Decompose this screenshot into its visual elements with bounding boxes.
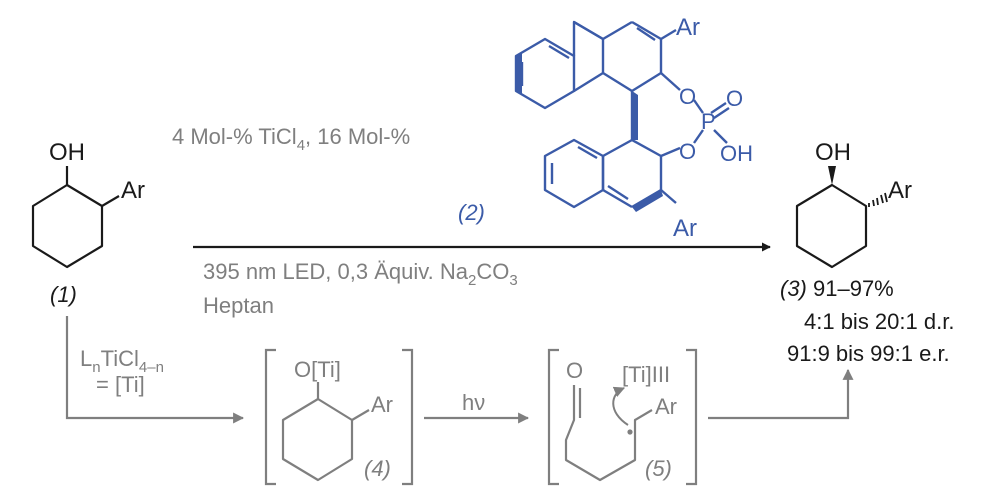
open-chain [564,385,653,482]
condition-catalyst-loading: 4 Mol-% TiCl4, 16 Mol-% [172,124,410,154]
path-arrow-to-3 [708,368,854,420]
product-dr: 4:1 bis 20:1 d.r. [804,309,954,334]
intermediate-5-ti: [Ti]III [622,362,670,387]
catalyst-wedge-lower [632,91,638,140]
product-ring [795,183,868,269]
catalyst-p: P [701,109,716,134]
oh-label: OH [49,139,85,166]
bracket-right-5 [686,348,698,486]
product-ar: Ar [888,177,912,204]
catalyst-2-label: (2) [458,200,485,225]
condition-light-base: 395 nm LED, 0,3 Äquiv. Na2CO3 [203,259,518,289]
intermediate-5: O [Ti]III Ar (5) [547,348,698,486]
catalyst-o-upper: O [679,84,696,109]
product-er: 91:9 bis 99:1 e.r. [787,341,950,366]
ti-reagent: LnTiCl4–n [80,346,164,376]
compound-1-label: (1) [50,282,77,307]
ar-hashed-bond [868,192,888,207]
catalyst-ar-bottom: Ar [673,215,697,242]
catalyst-wedge-upper [516,52,522,95]
product-label-yield: (3) 91–97% [780,276,894,301]
bracket-left-5 [547,348,559,486]
intermediate-5-o: O [566,358,583,383]
ar-label: Ar [121,177,145,204]
intermediate-4: O[Ti] Ar (4) [264,348,414,486]
catalyst-ar-top: Ar [676,14,700,41]
hv-label: hν [462,390,485,415]
radical-dot [627,429,633,435]
catalyst-o-lower: O [679,139,696,164]
bracket-left [264,348,276,486]
oh-wedge-bond [828,166,836,185]
compound-1: OH Ar (1) [31,139,145,307]
catalyst-2 [514,20,730,209]
intermediate-5-ar: Ar [655,394,677,419]
product-oh: OH [815,139,851,166]
catalyst-wedge-bottom [632,190,663,212]
ti-equals: = [Ti] [96,372,145,397]
intermediate-5-label: (5) [645,456,672,481]
intermediate-4-oti: O[Ti] [294,357,341,382]
radical-curved-arrow [612,386,629,426]
cyclohexane-ring [31,183,104,269]
path-arrow-to-4 [65,316,245,424]
intermediate-4-ar: Ar [371,392,393,417]
catalyst-o-double: O [726,86,743,111]
intermediate-4-label: (4) [364,456,391,481]
catalyst-oh: OH [720,141,753,166]
intermediate-4-ring [281,397,354,482]
product-3: OH Ar (3) 91–97% 4:1 bis 20:1 d.r. 91:9 … [780,139,954,366]
ar-bond [101,195,120,207]
bracket-right [402,348,414,486]
condition-solvent: Heptan [203,293,274,318]
